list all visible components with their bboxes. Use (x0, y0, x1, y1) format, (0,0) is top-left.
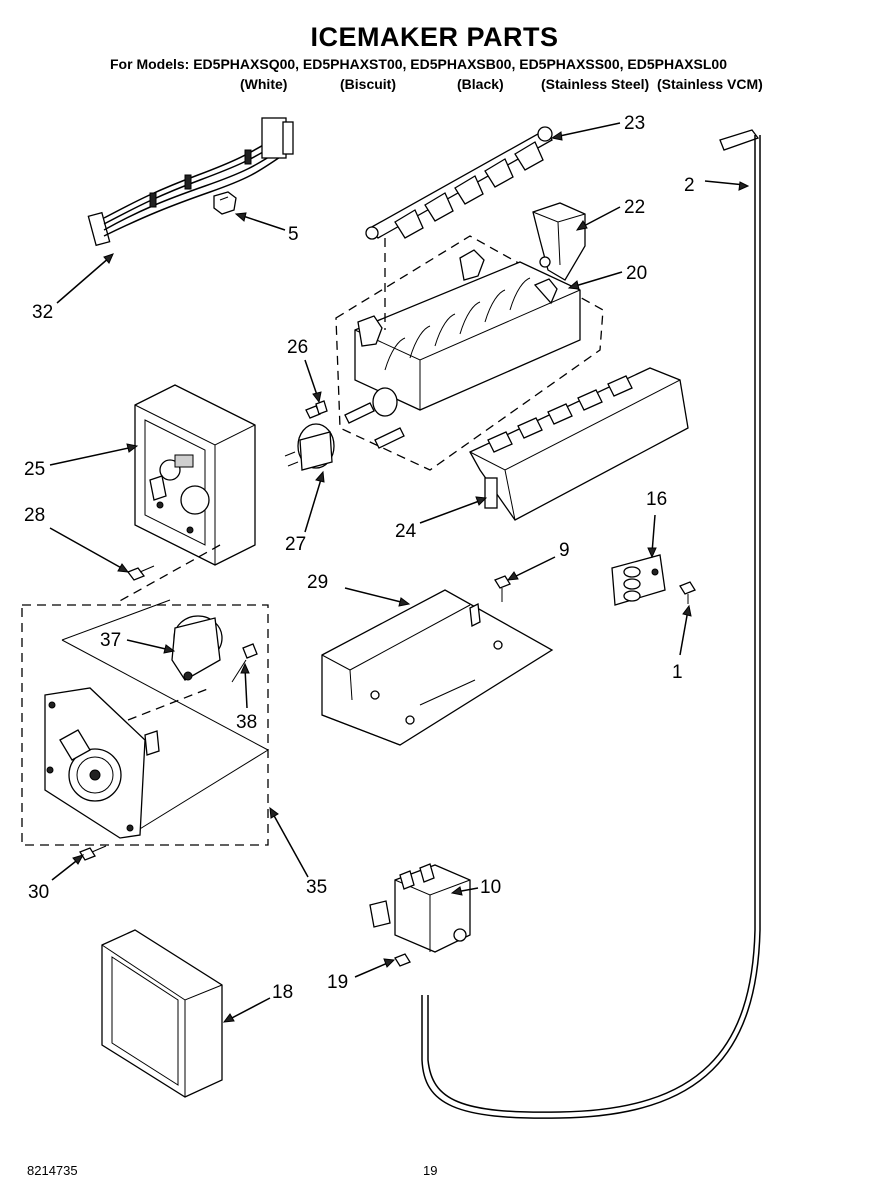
callout-22: 22 (624, 197, 645, 218)
variant-biscuit: (Biscuit) (340, 76, 396, 92)
variant-stainless-vcm: (Stainless VCM) (657, 76, 763, 92)
callout-38: 38 (236, 712, 257, 733)
callout-32: 32 (32, 302, 53, 323)
callout-10: 10 (480, 877, 501, 898)
part-22-fill-cup (532, 202, 586, 281)
callout-19: 19 (327, 972, 348, 993)
variant-black: (Black) (457, 76, 504, 92)
variant-stainless-steel: (Stainless Steel) (541, 76, 650, 92)
part-19-screw (394, 953, 411, 967)
part-9-screw (494, 575, 511, 602)
part-16-clamp (611, 554, 666, 606)
callout-24: 24 (395, 521, 417, 542)
callout-28: 28 (24, 505, 45, 526)
part-20-mold (335, 235, 604, 471)
callout-29: 29 (307, 572, 328, 593)
part-32-wire-harness (87, 117, 294, 247)
part-27-motor (284, 423, 335, 471)
callout-1: 1 (672, 662, 683, 683)
part-5-clip (213, 191, 237, 215)
callout-37: 37 (100, 630, 121, 651)
part-18-bin (101, 929, 223, 1098)
part-35-module-body (44, 687, 160, 839)
part-10-valve (369, 863, 471, 953)
document-number: 8214735 (27, 1163, 78, 1178)
callout-30: 30 (28, 882, 49, 903)
part-24-stripper (469, 367, 689, 521)
part-2-fill-tube (421, 129, 761, 1119)
callout-16: 16 (646, 489, 667, 510)
variant-white: (White) (240, 76, 288, 92)
callout-9: 9 (559, 540, 570, 561)
part-26-pin (305, 400, 328, 419)
part-23-ejector (365, 126, 553, 240)
part-30-screw (79, 845, 107, 861)
callout-23: 23 (624, 113, 645, 134)
part-1-screw (679, 581, 696, 604)
callout-26: 26 (287, 337, 308, 358)
guide-25-35 (117, 544, 221, 603)
guide-module-motor (127, 687, 211, 721)
page-number: 19 (423, 1163, 438, 1178)
callout-20: 20 (626, 263, 647, 284)
leader-lines (49, 122, 750, 1023)
callout-18: 18 (272, 982, 293, 1003)
part-29-shelf (321, 589, 554, 746)
part-38-screw (231, 643, 258, 683)
part-25-control-housing (134, 384, 256, 566)
part-37-motor (171, 615, 223, 681)
part-35-module-assembly (21, 599, 269, 846)
page-title: ICEMAKER PARTS (310, 22, 559, 52)
callout-27: 27 (285, 534, 306, 555)
part-28-screw (126, 565, 155, 581)
models-line: For Models: ED5PHAXSQ00, ED5PHAXST00, ED… (110, 56, 727, 72)
callout-2: 2 (684, 175, 695, 196)
callout-25: 25 (24, 459, 45, 480)
callout-35: 35 (306, 877, 327, 898)
callout-numbers: 23 2 22 20 5 32 26 25 28 27 24 16 9 29 1… (24, 113, 695, 1003)
callout-5: 5 (288, 224, 299, 245)
